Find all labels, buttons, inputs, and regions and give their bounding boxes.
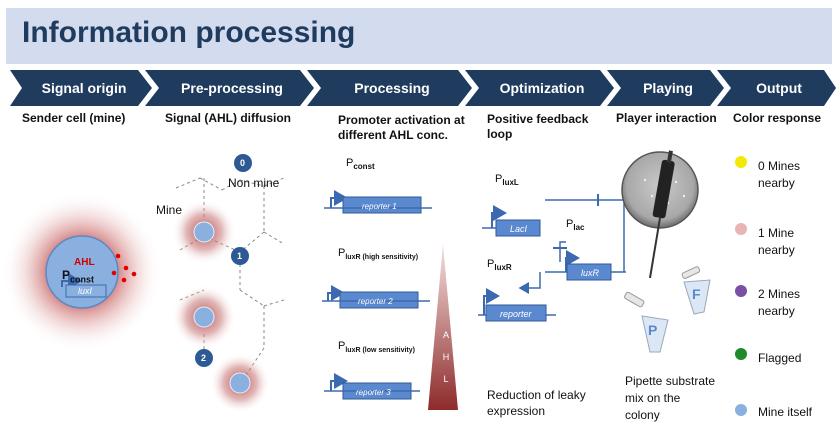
subhead-optimization-1: Positive feedback bbox=[487, 112, 589, 126]
ahl-dot bbox=[123, 265, 129, 271]
p-luxl-label: PluxL bbox=[495, 173, 519, 188]
legend-dot-2-mines bbox=[735, 285, 747, 297]
count-node-2 bbox=[195, 349, 213, 367]
ahl-dot bbox=[115, 253, 121, 259]
mine-cell-2 bbox=[193, 306, 215, 328]
playing-footer-2: mix on the bbox=[625, 391, 681, 405]
playing-footer-3: colony bbox=[625, 408, 660, 422]
legend-dot-flagged bbox=[735, 348, 747, 360]
legend-flagged: Flagged bbox=[758, 351, 802, 365]
mine-label: Mine bbox=[156, 203, 183, 217]
stage-pre-processing: Pre-processing bbox=[181, 80, 283, 96]
stage-chevrons bbox=[10, 70, 836, 106]
reporter-box bbox=[485, 304, 547, 322]
construct-pconst bbox=[324, 190, 432, 214]
ahl-dot bbox=[121, 277, 127, 283]
legend-mine-itself: Mine itself bbox=[758, 405, 813, 419]
reporter-1-label: reporter 1 bbox=[362, 202, 397, 211]
p-luxr-low-label: PluxR (low sensitivity) bbox=[338, 340, 415, 355]
stage-optimization: Optimization bbox=[499, 80, 585, 96]
ahl-dot bbox=[111, 270, 117, 276]
subhead-sender-cell: Sender cell (mine) bbox=[22, 111, 126, 125]
sender-cell bbox=[2, 192, 162, 352]
ahl-axis-label: A H L bbox=[441, 330, 451, 385]
sender-promoter-arrow bbox=[61, 273, 82, 289]
luxr-label: luxR bbox=[581, 268, 600, 278]
legend-dot-1-mine bbox=[735, 223, 747, 235]
subhead-output: Color response bbox=[733, 111, 822, 125]
chevron-pre-processing bbox=[145, 70, 314, 106]
legend-2-mines-line1: 2 Mines bbox=[758, 287, 801, 301]
ahl-dot bbox=[131, 271, 137, 277]
ahl-gradient-triangle bbox=[428, 244, 458, 410]
tube-f bbox=[681, 266, 711, 315]
optimization-footer-1: Reduction of leaky bbox=[487, 388, 586, 402]
laci-label: LacI bbox=[510, 224, 528, 234]
luxI-gene-label: luxI bbox=[78, 286, 93, 296]
stage-output: Output bbox=[756, 80, 802, 96]
chevron-playing bbox=[607, 70, 724, 106]
sender-promoter-label: Pconst bbox=[62, 268, 95, 285]
legend-2-mines-line2: nearby bbox=[758, 304, 795, 318]
subhead-playing: Player interaction bbox=[616, 111, 717, 125]
non-mine-label: Non mine bbox=[228, 176, 280, 190]
construct-pluxr-low bbox=[324, 373, 420, 400]
subhead-diffusion: Signal (AHL) diffusion bbox=[165, 111, 291, 125]
legend-1-mine-line1: 1 Mine bbox=[758, 226, 795, 240]
construct-pluxr-high bbox=[322, 285, 430, 309]
legend-0-mines-line2: nearby bbox=[758, 176, 795, 190]
mine-cell-3 bbox=[229, 372, 251, 394]
count-node-0-label: 0 bbox=[240, 158, 246, 168]
tube-p-label: P bbox=[648, 322, 658, 338]
chevron-output bbox=[717, 70, 836, 106]
count-node-0 bbox=[234, 154, 252, 172]
optimization-footer-2: expression bbox=[487, 404, 546, 418]
p-const-label: Pconst bbox=[346, 157, 375, 172]
ahl-label: AHL bbox=[74, 257, 95, 268]
legend-1-mine-line2: nearby bbox=[758, 243, 795, 257]
playing-footer-1: Pipette substrate bbox=[625, 374, 716, 388]
page-title: Information processing bbox=[22, 16, 356, 49]
luxr-box bbox=[566, 263, 612, 281]
subhead-processing-2: different AHL conc. bbox=[338, 128, 449, 142]
laci-box bbox=[495, 219, 541, 237]
reporter-3-label: reporter 3 bbox=[356, 388, 391, 397]
feedback-circuit bbox=[478, 194, 626, 316]
chevron-optimization bbox=[465, 70, 614, 106]
stage-signal-origin: Signal origin bbox=[41, 80, 127, 96]
count-node-2-label: 2 bbox=[201, 353, 207, 363]
luxI-gene-box bbox=[65, 284, 107, 298]
subhead-optimization-2: loop bbox=[487, 127, 513, 141]
tube-f-label: F bbox=[692, 286, 701, 302]
chevron-signal-origin bbox=[10, 70, 152, 106]
p-lac-label: Plac bbox=[566, 218, 585, 233]
legend-dot-mine-itself bbox=[735, 404, 747, 416]
chevron-processing bbox=[307, 70, 472, 106]
stage-playing: Playing bbox=[643, 80, 693, 96]
reporter-2-label: reporter 2 bbox=[358, 297, 393, 306]
legend-0-mines-line1: 0 Mines bbox=[758, 159, 801, 173]
count-node-1-label: 1 bbox=[237, 251, 243, 261]
stage-processing: Processing bbox=[354, 80, 430, 96]
pipette bbox=[649, 150, 675, 279]
p-luxr-label: PluxR bbox=[487, 258, 512, 273]
p-luxr-high-label: PluxR (high sensitivity) bbox=[338, 247, 419, 262]
tube-p bbox=[624, 291, 669, 353]
reporter-label: reporter bbox=[500, 309, 532, 319]
subhead-processing-1: Promoter activation at bbox=[338, 113, 465, 127]
count-node-1 bbox=[231, 247, 249, 265]
mine-cell-1 bbox=[193, 221, 215, 243]
legend-dot-0-mines bbox=[735, 156, 747, 168]
title-bar bbox=[6, 8, 832, 64]
